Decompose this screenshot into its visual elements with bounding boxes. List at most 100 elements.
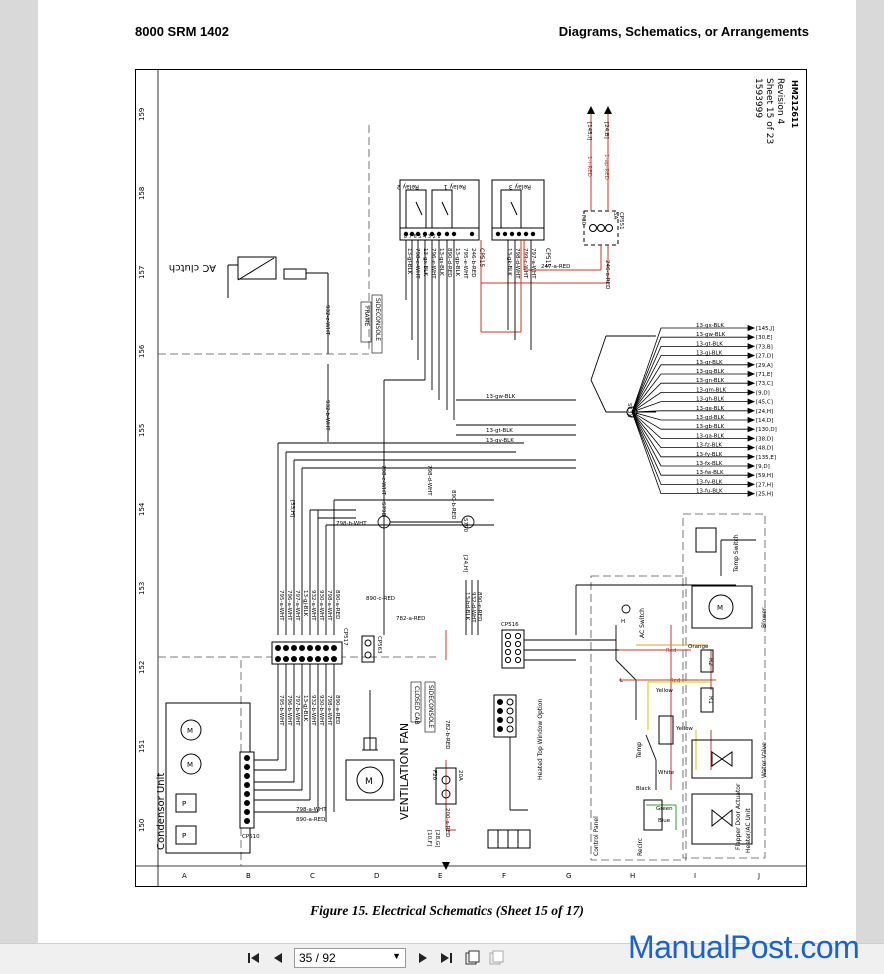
condenser-unit[interactable] — [165, 702, 255, 854]
fit-page-button[interactable] — [464, 950, 480, 966]
cp510-pin — [244, 800, 250, 806]
heated-window-pin — [506, 716, 514, 724]
svg-text:S798: S798 — [380, 502, 386, 516]
svg-text:782-b-RED: 782-b-RED — [444, 720, 450, 750]
svg-text:782-a-RED: 782-a-RED — [396, 616, 425, 622]
column-number: 153 — [138, 582, 146, 595]
splice-wire-label: 13-gj-BLK — [696, 351, 723, 357]
svg-text:Water Valve: Water Valve — [761, 742, 768, 778]
wire-arrow — [747, 490, 756, 497]
relay-pin — [516, 231, 522, 237]
splice-wire-label: 13-gt-BLK — [696, 341, 723, 347]
splice-wire — [631, 411, 748, 439]
svg-text:R1: R1 — [707, 696, 714, 704]
condenser-label: Condensor Unit — [156, 773, 167, 850]
svg-text:13-gw-BLK: 13-gw-BLK — [486, 394, 516, 400]
bundle-wire-label: 932-b-WHT — [310, 695, 316, 726]
splice-wire-label: 13-gb-BLK — [696, 424, 725, 430]
fuse-f20[interactable] — [361, 635, 457, 805]
svg-text:R2: R2 — [707, 658, 714, 666]
drawing-id-block: 1593999 Sheet 15 of 23 Revision 4 HM2126… — [753, 78, 799, 144]
splice-wire — [631, 411, 748, 430]
fit-width-button[interactable] — [488, 950, 504, 966]
wire-arrow — [747, 343, 756, 350]
svg-text:CP510: CP510 — [242, 834, 260, 840]
splice-wire-label: 13-fz-BLK — [696, 443, 722, 449]
cp517-label: CP517 — [342, 628, 348, 646]
heated-window-pin — [497, 717, 503, 723]
svg-text:Green: Green — [656, 806, 673, 812]
wire-arrow — [747, 407, 756, 414]
splice-wire-ref: [45,C] — [756, 400, 773, 406]
relay-wire-label: 246-b-RED — [470, 248, 476, 278]
row-letter: F — [502, 872, 506, 880]
splice-wire-ref: [130,D] — [756, 427, 777, 433]
relay-wire-label: 13-gl-BLK — [406, 248, 412, 275]
svg-text:P: P — [182, 800, 186, 808]
row-letter: C — [310, 872, 315, 880]
cp516-pin — [504, 632, 512, 640]
column-number: 159 — [138, 108, 146, 121]
green-wiring — [646, 804, 677, 830]
splice-wire-label: 13-gq-BLK — [696, 369, 725, 375]
first-page-icon — [248, 953, 259, 963]
svg-text:White: White — [658, 770, 675, 776]
wire-arrow — [747, 462, 756, 470]
svg-text:CLOSED CAB: CLOSED CAB — [413, 686, 420, 725]
splice-wire-ref: [73,B] — [756, 344, 773, 350]
splice-wire-ref: [48,D] — [756, 446, 773, 452]
splice-wire — [631, 411, 748, 449]
yellow-wiring — [647, 681, 711, 770]
svg-text:5A: 5A — [612, 212, 618, 219]
svg-text:Red: Red — [670, 678, 680, 684]
page-select[interactable]: 35 / 92 ▼ — [294, 948, 406, 968]
first-page-button[interactable] — [246, 950, 262, 966]
wire-arrow — [747, 370, 756, 378]
dropdown-arrow-icon: ▼ — [392, 951, 401, 961]
splice-wire-label: 13-gr-BLK — [696, 360, 723, 366]
relay-pin — [469, 231, 475, 237]
next-page-button[interactable] — [415, 950, 431, 966]
splice-wire-label: 13-gx-BLK — [696, 323, 724, 329]
wire-arrow — [747, 398, 756, 405]
svg-text:247-a-RED: 247-a-RED — [541, 264, 570, 270]
heater-ac-components[interactable] — [643, 527, 753, 845]
splice-wire-ref: [9,D] — [756, 390, 770, 396]
splice-wire — [631, 411, 748, 421]
splice-wire-label: 13-fx-BLK — [696, 461, 723, 467]
relay-wire-label: 798-e-WHT — [414, 248, 420, 279]
svg-text:Relay 1: Relay 1 — [444, 183, 466, 190]
splice-wire-label: 13-gm-BLK — [696, 387, 726, 393]
wire-arrow — [747, 389, 756, 396]
prev-page-button[interactable] — [270, 950, 286, 966]
last-page-button[interactable] — [438, 950, 454, 966]
heated-window-pin — [497, 708, 503, 714]
red-wiring — [445, 240, 716, 831]
relay-pin — [523, 231, 529, 237]
cp517-pin — [299, 656, 305, 662]
column-number: 151 — [138, 740, 146, 753]
bundle-wire-label: 795-a-WHT — [278, 590, 284, 621]
drawing-number: 1593999 — [753, 78, 763, 118]
cp516-pin — [514, 632, 522, 640]
ventilation-fan[interactable] — [345, 737, 395, 801]
relay-pin — [502, 231, 508, 237]
row-letter: A — [182, 872, 187, 880]
wire-arrow — [747, 453, 756, 460]
splice-wire-ref: [24,H] — [756, 409, 773, 415]
bundle-wire-label: 797-b-WHT — [294, 695, 300, 726]
splice-wire-label: 13-fu-BLK — [696, 489, 723, 495]
bundle-wire-label: 798-a-WHT — [326, 695, 332, 726]
connector-cp517[interactable] — [271, 641, 343, 665]
wire-arrow — [747, 324, 756, 332]
black-wiring — [254, 240, 756, 822]
splice-label: S13X — [626, 403, 632, 417]
cp517-pin — [331, 656, 337, 662]
wire-arrow — [747, 426, 756, 433]
cp516-wire-label: 932-d-WHT — [470, 592, 476, 623]
